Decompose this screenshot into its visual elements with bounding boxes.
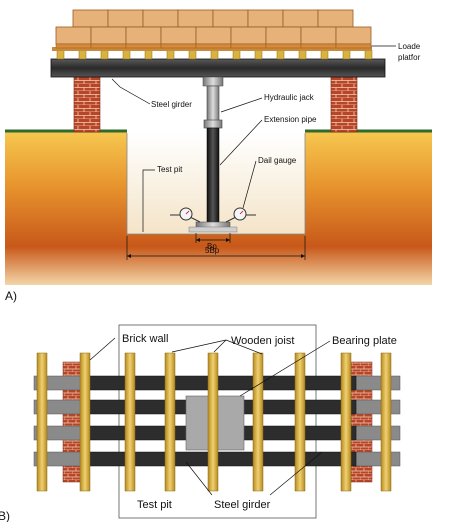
panel-a: Loade platfor Steel girder Hydraulic jac… <box>5 9 432 303</box>
wooden-joist <box>207 352 219 492</box>
panel-label-a: A) <box>5 289 17 303</box>
wooden-joists <box>36 352 392 492</box>
platform-support-block <box>232 49 241 60</box>
wooden-joist <box>294 352 306 492</box>
load-brick <box>107 9 144 28</box>
wooden-joist <box>36 352 48 492</box>
wooden-joist <box>124 352 136 492</box>
girder-middle <box>81 375 357 391</box>
load-brick-base <box>90 43 127 49</box>
dial-gauge-right <box>225 207 256 223</box>
label-steel-girder-b: Steel girder <box>214 499 271 511</box>
label-steel-girder: Steel girder <box>151 100 192 109</box>
platform-support-block <box>122 49 131 60</box>
label-brick-wall: Brick wall <box>122 333 168 345</box>
label-5bp: 5Bp <box>205 246 220 255</box>
load-brick-base <box>195 43 232 49</box>
platform-support-block <box>320 49 329 60</box>
label-loaded-platform: Loade <box>398 42 421 51</box>
load-brick <box>230 26 267 45</box>
label-loaded-platform-line2: platfor <box>398 53 421 62</box>
platform-support-block <box>144 49 153 60</box>
label-dial-gauge: Dail gauge <box>258 156 297 165</box>
platform-support-block <box>56 49 65 60</box>
wooden-joist <box>79 352 91 492</box>
platform-support-block <box>298 49 307 60</box>
wooden-joist <box>164 352 176 492</box>
loaded-platform-bricks <box>55 9 372 49</box>
load-brick <box>177 9 214 28</box>
panel-b: Brick wall Wooden joist Bearing plate Te… <box>0 324 401 522</box>
platform-support-block <box>78 49 87 60</box>
girder-end-right <box>355 425 401 441</box>
load-brick-base <box>335 43 372 49</box>
label-bearing-plate: Bearing plate <box>332 335 397 347</box>
plate-base <box>188 226 238 233</box>
platform-support-block <box>342 49 351 60</box>
label-bp: Bp <box>207 242 217 251</box>
dial-gauge-left <box>170 207 201 223</box>
wooden-joist <box>380 352 392 492</box>
label-test-pit-b: Test pit <box>137 499 172 511</box>
platform-deck <box>52 47 372 51</box>
label-hydraulic-jack: Hydraulic jack <box>264 93 315 102</box>
extension-pipe <box>206 127 220 224</box>
wooden-joist <box>252 352 264 492</box>
load-brick-base <box>160 43 197 49</box>
steel-girder <box>50 58 386 78</box>
load-brick <box>282 9 319 28</box>
load-brick <box>247 9 284 28</box>
load-brick <box>55 26 92 45</box>
load-brick-base <box>55 43 92 49</box>
brick-pier-left <box>73 76 101 133</box>
load-brick <box>300 26 337 45</box>
jack-top-plate <box>202 76 224 87</box>
load-brick <box>160 26 197 45</box>
load-brick-base <box>300 43 337 49</box>
label-extension-pipe: Extension pipe <box>264 115 317 124</box>
platform-support-block <box>210 49 219 60</box>
platform-support-block <box>166 49 175 60</box>
test-pit-outline <box>118 324 317 519</box>
platform-support-block <box>276 49 285 60</box>
platform-support-block <box>254 49 263 60</box>
load-brick <box>317 9 354 28</box>
platform-support-block <box>364 49 373 60</box>
platform-supports <box>52 47 373 60</box>
platform-support-block <box>188 49 197 60</box>
load-brick <box>90 26 127 45</box>
load-brick <box>265 26 302 45</box>
jack-collar <box>203 119 223 129</box>
platform-support-block <box>100 49 109 60</box>
soil-mass <box>5 131 432 285</box>
load-brick <box>72 9 109 28</box>
load-brick-base <box>230 43 267 49</box>
label-test-pit: Test pit <box>157 165 183 174</box>
dimension-bp <box>195 233 231 243</box>
girder-end-right <box>355 451 401 467</box>
brick-pier-right <box>330 76 358 133</box>
load-brick-base <box>265 43 302 49</box>
load-brick <box>195 26 232 45</box>
dimension-5bp <box>126 236 306 260</box>
girder-end-right <box>355 375 401 391</box>
load-brick <box>142 9 179 28</box>
girder-middle <box>81 451 357 467</box>
label-wooden-joist: Wooden joist <box>231 335 294 347</box>
wooden-joist <box>340 352 352 492</box>
load-brick <box>335 26 372 45</box>
load-brick-base <box>125 43 162 49</box>
load-brick <box>212 9 249 28</box>
load-brick <box>125 26 162 45</box>
panel-label-b: B) <box>0 509 10 522</box>
girder-end-right <box>355 399 401 415</box>
